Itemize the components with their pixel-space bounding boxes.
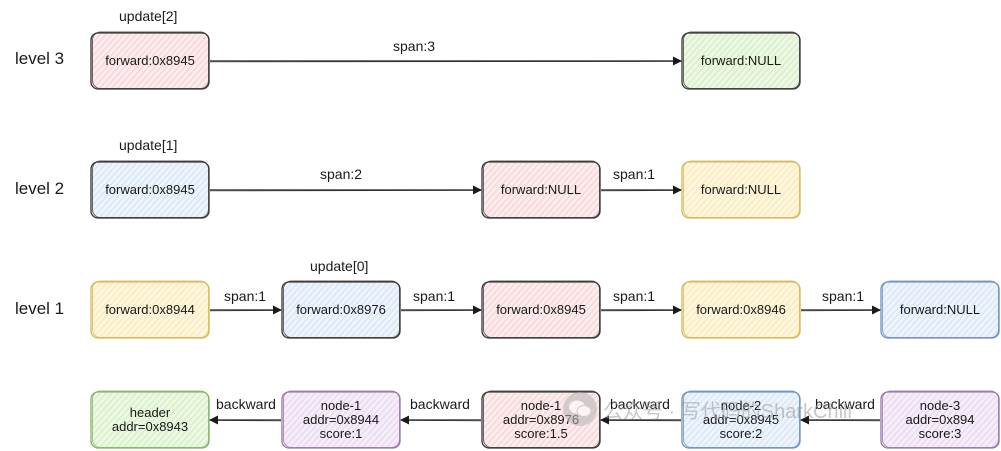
l2-node-header-text: forward:0x8945 <box>105 182 195 197</box>
bottom-node-3: node-2 addr=0x8945 score:2 <box>681 391 801 449</box>
node-boxes <box>90 31 1000 449</box>
l1-span-label-3: span:1 <box>613 288 656 304</box>
l1-span-label-4: span:1 <box>822 288 865 304</box>
arrow-l3-a1 <box>209 56 682 66</box>
arrow-b-a3 <box>600 415 682 425</box>
update-0-label: update[0] <box>310 258 369 274</box>
level-3-label: level 3 <box>15 49 65 68</box>
l1-node-3-text: forward:0x8946 <box>696 302 786 317</box>
watermark-text: 公众号 · 写代码的SharkChili <box>603 400 852 423</box>
backward-label-1: backward <box>216 396 276 412</box>
l2-node-header: forward:0x8945 <box>90 161 210 219</box>
backward-label-2: backward <box>410 396 470 412</box>
box-l1-3 <box>681 280 801 339</box>
l1-span-label-2: span:1 <box>413 288 456 304</box>
bottom-node-1-line-2: addr=0x8944 <box>302 412 380 427</box>
l1-node-1-text: forward:0x8976 <box>296 302 386 317</box>
update-1-label: update[1] <box>119 137 178 153</box>
l1-node-1: forward:0x8976 <box>281 281 401 339</box>
arrow-l1-a1 <box>209 305 282 315</box>
bottom-node-3-line-1: node-2 <box>720 398 762 413</box>
l3-span-label: span:3 <box>393 38 436 54</box>
bottom-node-3-line-3: score:2 <box>719 426 763 441</box>
l1-node-2-text: forward:0x8945 <box>496 302 586 317</box>
box-l1-0 <box>90 280 210 339</box>
bottom-node-1: node-1 addr=0x8944 score:1 <box>281 391 401 449</box>
arrow-b-a2 <box>400 415 482 425</box>
box-b-4 <box>880 390 1000 449</box>
l1-node-tail: forward:NULL <box>880 281 1000 339</box>
bottom-node-1-line-3: score:1 <box>319 426 363 441</box>
box-b-1 <box>281 390 401 449</box>
bottom-node-4-line-3: score:3 <box>918 426 962 441</box>
l1-node-header: forward:0x8944 <box>90 281 210 339</box>
backward-label-4: backward <box>815 396 875 412</box>
box-l1-4 <box>880 280 1000 339</box>
box-l2-0 <box>90 160 210 219</box>
arrow-l2-a2 <box>600 185 682 195</box>
l3-node-tail-text: forward:NULL <box>700 53 782 68</box>
l1-node-3: forward:0x8946 <box>681 281 801 339</box>
bottom-node-2-line-2: addr=0x8976 <box>502 412 580 427</box>
l3-node-header: forward:0x8945 <box>90 32 210 90</box>
l2-node-tail-text: forward:NULL <box>700 182 782 197</box>
bottom-node-1-line-1: node-1 <box>320 398 362 413</box>
arrow-l1-a3 <box>600 305 682 315</box>
wechat-icon <box>563 392 597 426</box>
l2-node-middle: forward:NULL <box>481 161 601 219</box>
level-2-label: level 2 <box>15 179 65 198</box>
bottom-node-header-line-2: addr=0x8943 <box>111 419 189 434</box>
bottom-node-header: header addr=0x8943 <box>90 391 210 449</box>
bottom-node-4-line-2: addr=0x894 <box>905 412 975 427</box>
bottom-node-2-line-1: node-1 <box>520 398 562 413</box>
level-1-label: level 1 <box>15 299 65 318</box>
bottom-node-3-line-2: addr=0x8945 <box>702 412 780 427</box>
box-l3-1 <box>681 31 801 90</box>
arrow-l1-a2 <box>400 305 482 315</box>
watermark: 公众号 · 写代码的SharkChili <box>563 392 852 426</box>
bottom-node-4-line-1: node-3 <box>919 398 961 413</box>
box-l2-2 <box>681 160 801 219</box>
update-2-label: update[2] <box>119 8 178 24</box>
arrow-l1-a4 <box>800 305 881 315</box>
arrow-b-a4 <box>800 415 881 425</box>
box-l2-1 <box>481 160 601 219</box>
l2-span-label-2: span:1 <box>613 166 656 182</box>
bottom-node-4: node-3 addr=0x894 score:3 <box>880 391 1000 449</box>
l1-node-tail-text: forward:NULL <box>899 302 981 317</box>
box-l1-1 <box>281 280 401 339</box>
backward-label-3: backward <box>610 396 670 412</box>
l1-span-label-1: span:1 <box>224 288 267 304</box>
arrow-l2-a1 <box>209 185 482 195</box>
l3-node-header-text: forward:0x8945 <box>105 53 195 68</box>
box-b-0 <box>90 390 210 449</box>
box-l3-0 <box>90 31 210 90</box>
l2-node-middle-text: forward:NULL <box>500 182 582 197</box>
l2-span-label-1: span:2 <box>320 166 363 182</box>
bottom-node-header-line-1: header <box>129 405 171 420</box>
bottom-node-2: node-1 addr=0x8976 score:1.5 <box>481 391 601 449</box>
l3-node-tail: forward:NULL <box>681 32 801 90</box>
connector-arrows <box>209 56 881 425</box>
box-l1-2 <box>481 280 601 339</box>
bottom-node-2-line-3: score:1.5 <box>514 426 568 441</box>
arrow-b-a1 <box>209 415 282 425</box>
l2-node-tail: forward:NULL <box>681 161 801 219</box>
l1-node-header-text: forward:0x8944 <box>105 302 195 317</box>
l1-node-2: forward:0x8945 <box>481 281 601 339</box>
box-b-3 <box>681 390 801 449</box>
